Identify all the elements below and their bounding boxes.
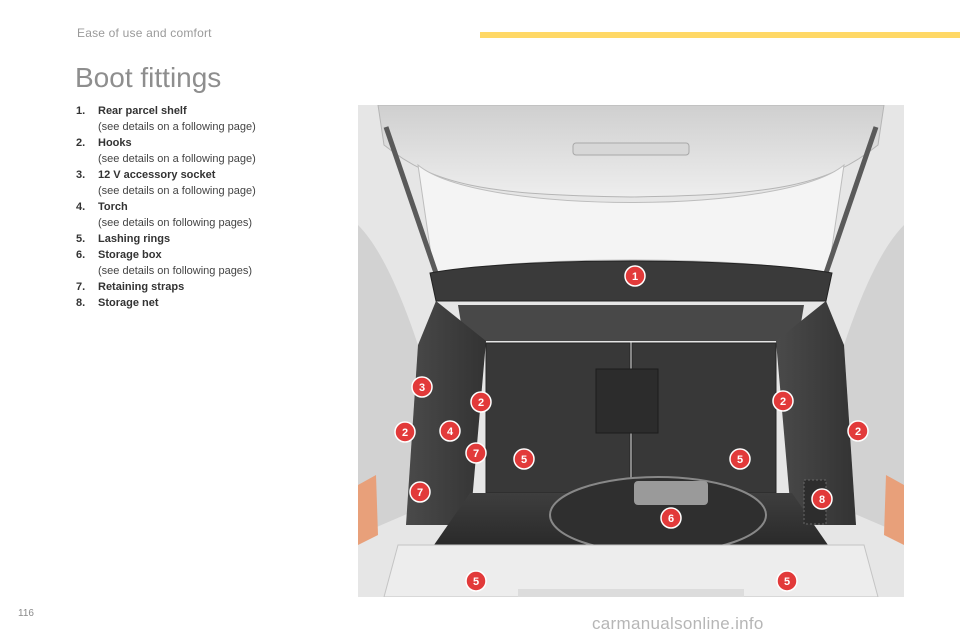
callout-number: 5 [521,454,527,466]
callout-marker: 2 [470,391,492,413]
callout-marker: 1 [624,265,646,287]
tailgate-spoiler [572,142,690,156]
callout-number: 2 [478,397,484,409]
callout-marker: 2 [394,421,416,443]
number-plate-area [518,589,744,597]
item-label: Storage box [98,249,162,261]
rear-bumper [383,544,879,597]
callout-number: 8 [819,494,825,506]
item-label: Storage net [98,297,159,309]
page-number: 116 [18,608,34,619]
callout-number: 5 [737,454,743,466]
callout-marker: 2 [847,420,869,442]
callout-number: 2 [780,396,786,408]
callout-number: 7 [417,487,423,499]
callout-marker: 5 [465,570,487,592]
item-number: 8. [76,297,86,309]
item-number: 5. [76,233,86,245]
callout-marker: 6 [660,507,682,529]
callout-number: 5 [473,576,479,588]
window-frame [417,163,845,276]
item-label: Retaining straps [98,281,185,293]
left-boot-wall [406,301,486,525]
item-label: 12 V accessory socket [98,169,216,181]
callout-number: 5 [784,576,790,588]
item-number: 1. [76,105,86,117]
item-label: Hooks [98,137,132,149]
list-item: 2. Hooks (see details on a following page… [76,135,346,167]
item-description: (see details on following pages) [98,217,253,229]
item-description: (see details on a following page) [98,185,256,197]
item-label: Lashing rings [98,233,171,245]
callout-marker: 5 [729,448,751,470]
list-item: 4. Torch (see details on following pages) [76,199,346,231]
callout-marker: 3 [411,376,433,398]
fittings-list: 1. Rear parcel shelf (see details on a fo… [76,103,346,311]
section-header: Ease of use and comfort [77,26,212,40]
callout-number: 7 [473,448,479,460]
left-gas-strut [383,126,439,274]
callout-marker: 5 [513,448,535,470]
callout-marker: 8 [811,488,833,510]
right-gas-strut [823,126,879,274]
right-boot-wall [776,301,856,525]
callout-number: 4 [447,426,454,438]
list-item: 6. Storage box (see details on following … [76,247,346,279]
item-label: Rear parcel shelf [98,105,187,117]
boot-illustration: 1 2 3 2 2 4 7 5 5 2 7 8 6 5 5 [358,105,904,597]
list-item: 8. Storage net [76,295,346,311]
left-taillight [358,475,378,545]
item-number: 2. [76,137,86,149]
right-taillight [884,475,904,545]
list-item: 5. Lashing rings [76,231,346,247]
item-description: (see details on a following page) [98,153,256,165]
parcel-shelf-edge [458,305,804,341]
list-item: 1. Rear parcel shelf (see details on a fo… [76,103,346,135]
callout-marker: 7 [465,442,487,464]
callout-number: 6 [668,513,674,525]
item-label: Torch [98,201,128,213]
callout-marker: 5 [776,570,798,592]
item-number: 3. [76,169,86,181]
item-description: (see details on a following page) [98,121,256,133]
list-item: 3. 12 V accessory socket (see details on … [76,167,346,199]
item-number: 7. [76,281,86,293]
callout-marker: 2 [772,390,794,412]
callout-number: 1 [632,271,638,283]
callout-marker: 4 [439,420,461,442]
header-accent-bar [480,32,960,38]
storage-box-lid [634,481,708,505]
seat-armrest-hatch [595,368,659,434]
page-title: Boot fittings [75,62,222,93]
callout-number: 3 [419,382,425,394]
callout-number: 2 [855,426,861,438]
callout-number: 2 [402,427,408,439]
list-item: 7. Retaining straps [76,279,346,295]
item-description: (see details on following pages) [98,265,253,277]
item-number: 4. [76,201,86,213]
watermark: carmanualsonline.info [592,614,764,633]
item-number: 6. [76,249,86,261]
callout-marker: 7 [409,481,431,503]
